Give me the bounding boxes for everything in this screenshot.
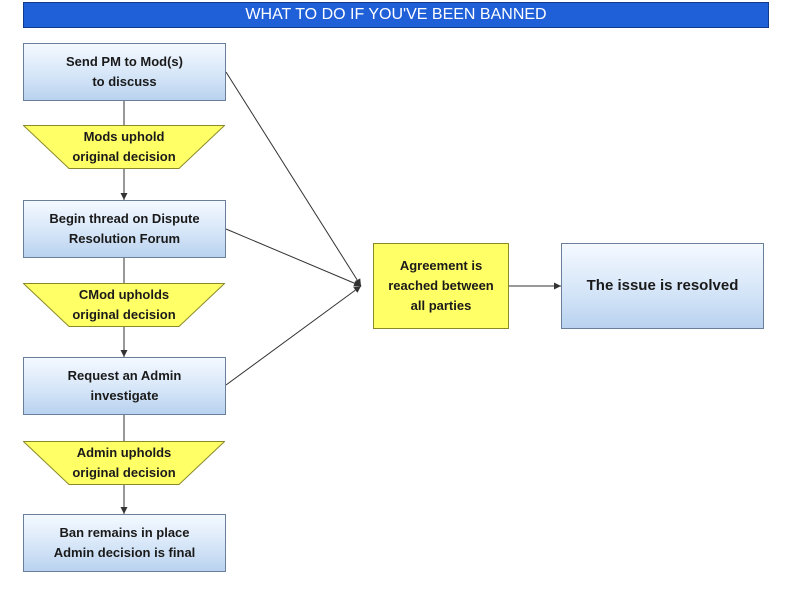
- step-ban-final: Ban remains in place Admin decision is f…: [23, 514, 226, 572]
- decision-admin-upholds-line1: Admin upholds: [76, 445, 172, 460]
- agreement-line2: reached between: [388, 278, 494, 293]
- decision-cmod-upholds-line1: CMod upholds: [78, 287, 170, 302]
- step-send-pm: Send PM to Mod(s) to discuss: [23, 43, 226, 101]
- connector-step3-to-agreement: [225, 285, 362, 386]
- decision-cmod-upholds-line2: original decision: [72, 307, 176, 322]
- decision-admin-upholds: Admin upholds original decision: [23, 441, 225, 485]
- step-request-admin: Request an Admin investigate: [23, 357, 226, 415]
- step-request-admin-line2: investigate: [90, 388, 159, 403]
- agreement-box: Agreement is reached between all parties: [373, 243, 509, 329]
- decision-cmod-upholds: CMod upholds original decision: [23, 283, 225, 327]
- step-dispute-thread-line2: Resolution Forum: [68, 231, 181, 246]
- step-send-pm-line2: to discuss: [92, 74, 157, 89]
- decision-mods-uphold: Mods uphold original decision: [23, 125, 225, 169]
- connector-step1-to-agreement: [225, 71, 362, 287]
- step-request-admin-line1: Request an Admin: [67, 368, 182, 383]
- connector-step2-to-agreement: [225, 228, 362, 287]
- step-ban-final-line2: Admin decision is final: [53, 545, 196, 560]
- decision-mods-uphold-line1: Mods uphold: [83, 129, 165, 144]
- decision-mods-uphold-shape: [23, 125, 225, 169]
- agreement-line3: all parties: [410, 298, 472, 313]
- decision-mods-uphold-line2: original decision: [72, 149, 176, 164]
- diagram-title: WHAT TO DO IF YOU'VE BEEN BANNED: [23, 2, 769, 28]
- resolved-box: The issue is resolved: [561, 243, 764, 329]
- step-dispute-thread: Begin thread on Dispute Resolution Forum: [23, 200, 226, 258]
- resolved-label: The issue is resolved: [586, 277, 739, 294]
- step-send-pm-line1: Send PM to Mod(s): [66, 54, 183, 69]
- decision-admin-upholds-line2: original decision: [72, 465, 176, 480]
- decision-admin-upholds-shape: [23, 441, 225, 485]
- agreement-line1: Agreement is: [399, 258, 483, 273]
- step-dispute-thread-line1: Begin thread on Dispute: [49, 211, 200, 226]
- decision-cmod-upholds-shape: [23, 283, 225, 327]
- step-ban-final-line1: Ban remains in place: [59, 525, 190, 540]
